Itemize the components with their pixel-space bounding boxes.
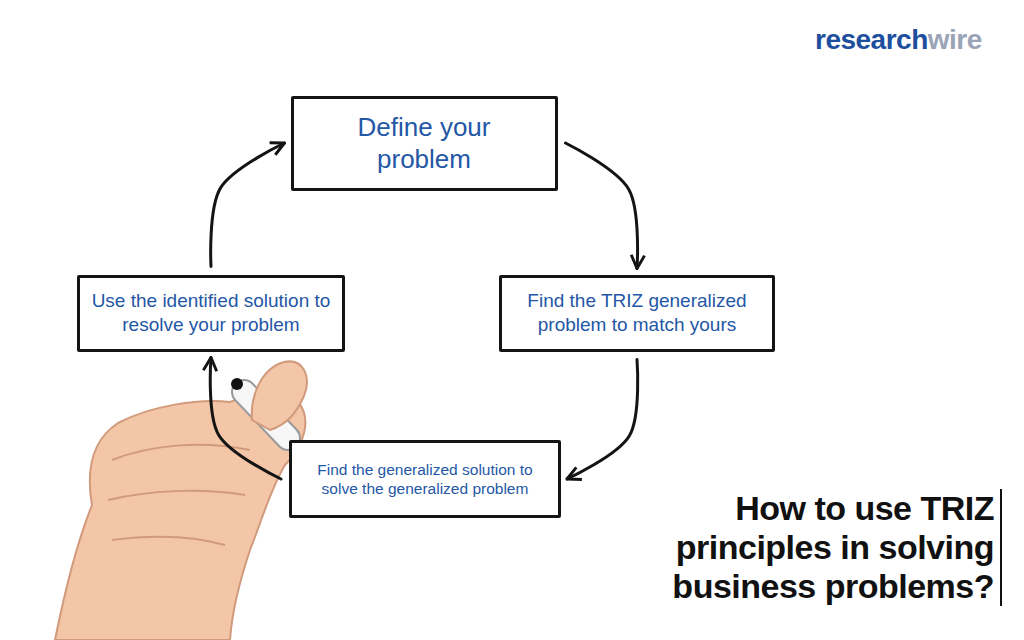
title: How to use TRIZ principles in solving bu… [642,489,1002,606]
finger-crease [108,491,245,500]
finger-crease [112,537,225,545]
cycle-arrow [567,360,638,480]
logo: researchwire [815,24,982,56]
cycle-arrow [210,358,281,480]
box-text: Define your problem [339,111,510,176]
process-box: Use the identified solution to resolve y… [77,275,345,352]
logo-text: wire [928,24,982,56]
process-box: Find the generalized solution to solve t… [289,440,561,518]
logo-text: research [815,24,928,56]
process-box: Find the TRIZ generalized problem to mat… [499,275,775,352]
box-text: Find the generalized solution to solve t… [302,460,548,499]
box-text: Find the TRIZ generalized problem to mat… [512,289,762,337]
hand-palm [55,393,305,640]
process-box: Define your problem [291,96,558,191]
box-text: Use the identified solution to resolve y… [90,289,332,337]
cycle-arrow [211,143,285,267]
marker-tip [231,378,243,390]
hand-thumb [252,361,307,430]
cycle-arrow [566,143,638,269]
